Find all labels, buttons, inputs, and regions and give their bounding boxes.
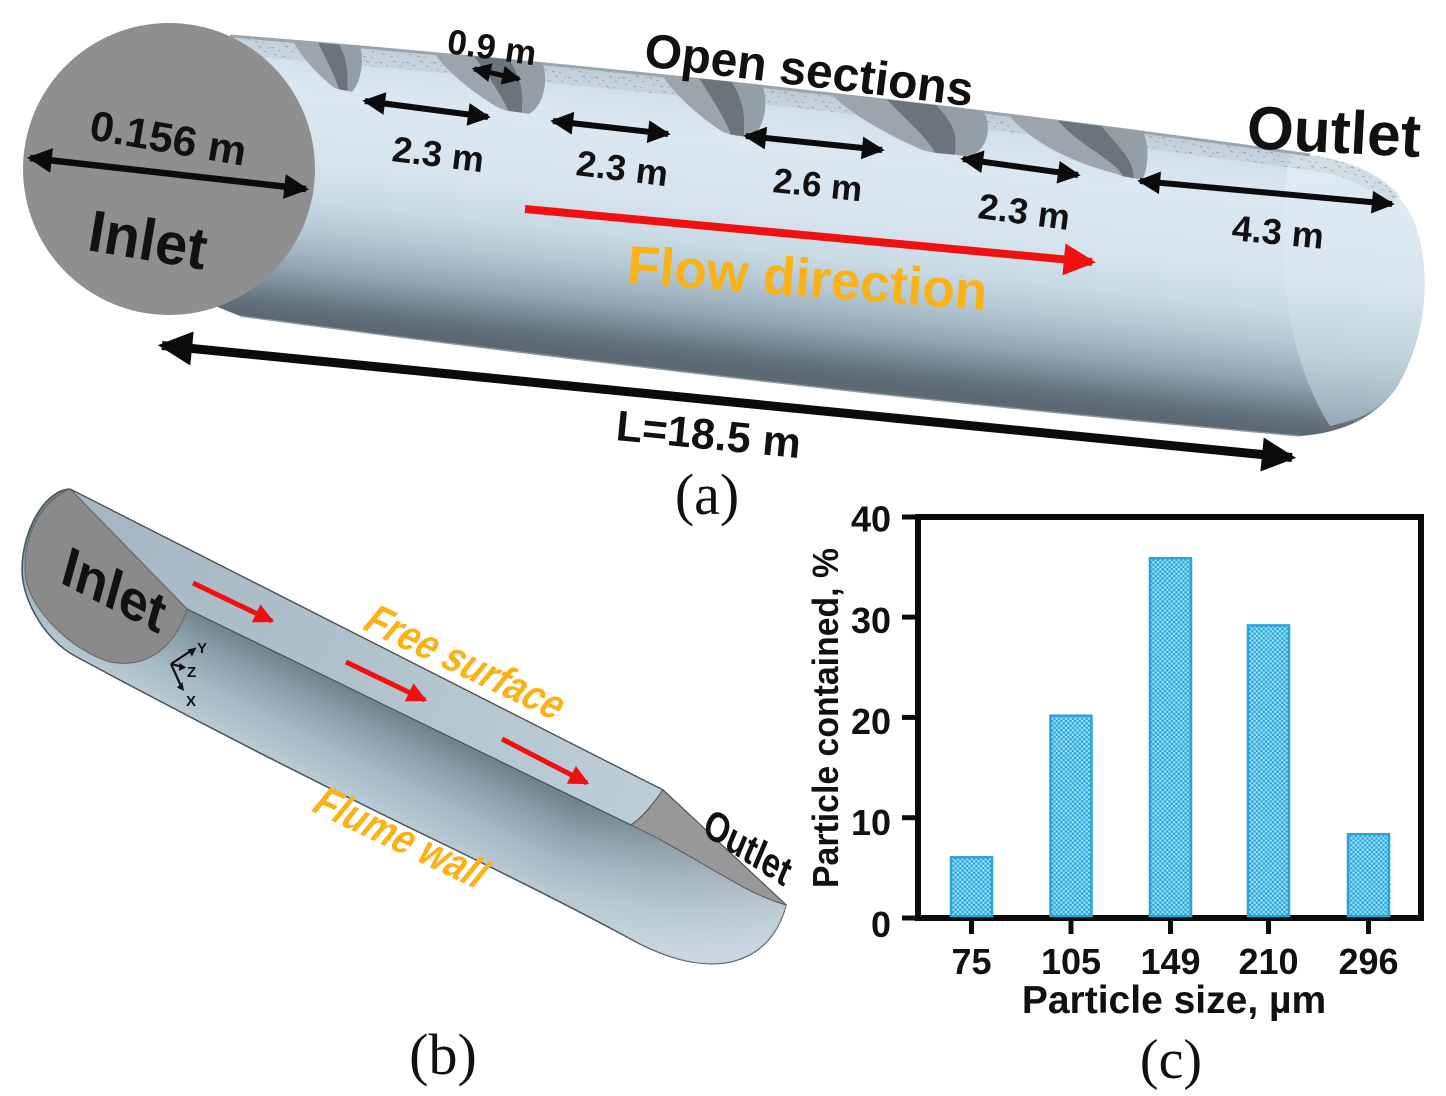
svg-text:30: 30 [851, 600, 891, 641]
svg-text:(c): (c) [1140, 1029, 1202, 1091]
svg-text:Y: Y [197, 640, 207, 657]
svg-text:Outlet: Outlet [1245, 93, 1422, 170]
svg-text:10: 10 [851, 802, 891, 843]
svg-text:149: 149 [1140, 941, 1200, 982]
svg-text:4.3 m: 4.3 m [1230, 207, 1326, 257]
svg-text:Particle size, µm: Particle size, µm [1022, 979, 1326, 1022]
svg-text:2.6 m: 2.6 m [771, 161, 864, 209]
svg-text:75: 75 [951, 941, 991, 982]
svg-text:(b): (b) [409, 1022, 477, 1087]
svg-text:X: X [186, 693, 196, 710]
svg-text:Particle contained, %: Particle contained, % [805, 548, 846, 888]
svg-text:40: 40 [851, 499, 891, 540]
svg-text:0: 0 [871, 904, 891, 945]
svg-text:Z: Z [187, 664, 196, 681]
svg-text:210: 210 [1238, 941, 1298, 982]
svg-text:20: 20 [851, 701, 891, 742]
svg-text:(a): (a) [675, 462, 739, 527]
svg-text:296: 296 [1338, 941, 1398, 982]
svg-text:105: 105 [1041, 941, 1101, 982]
